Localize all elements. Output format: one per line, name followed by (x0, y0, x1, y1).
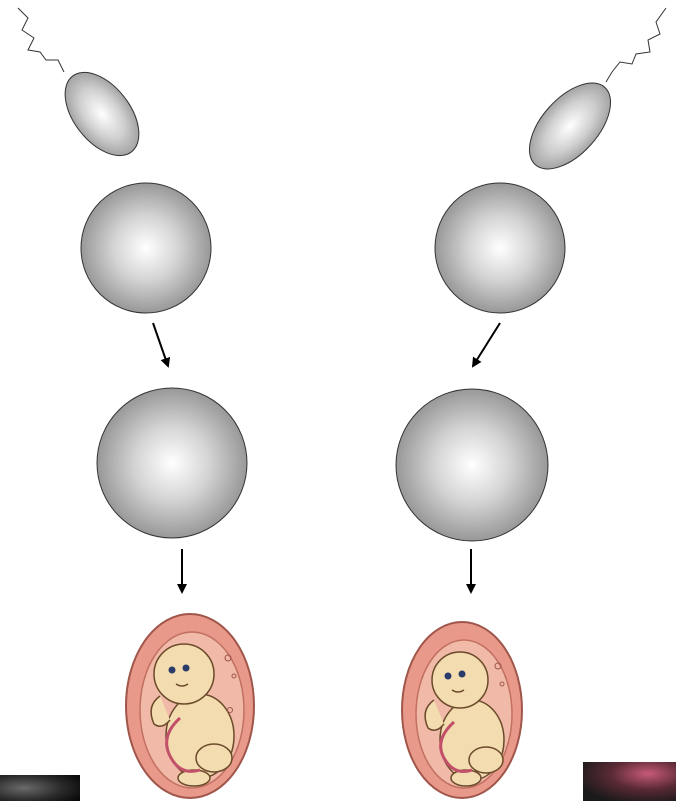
sperm-head-right (514, 69, 625, 184)
zygote-left (97, 388, 247, 538)
sperm-tail-right (606, 8, 666, 82)
arrow-right-1 (473, 323, 500, 366)
embryo-right (402, 622, 522, 798)
zygote-right (396, 389, 548, 541)
sperm-tail-left (18, 8, 64, 72)
sperm-head-left (50, 59, 153, 169)
embryo-left (126, 614, 254, 798)
egg-cell-right (435, 183, 565, 313)
egg-cell-left (81, 183, 211, 313)
photo-fragment-right (583, 762, 676, 801)
photo-fragment-left (0, 775, 80, 801)
arrow-left-1 (153, 323, 168, 366)
